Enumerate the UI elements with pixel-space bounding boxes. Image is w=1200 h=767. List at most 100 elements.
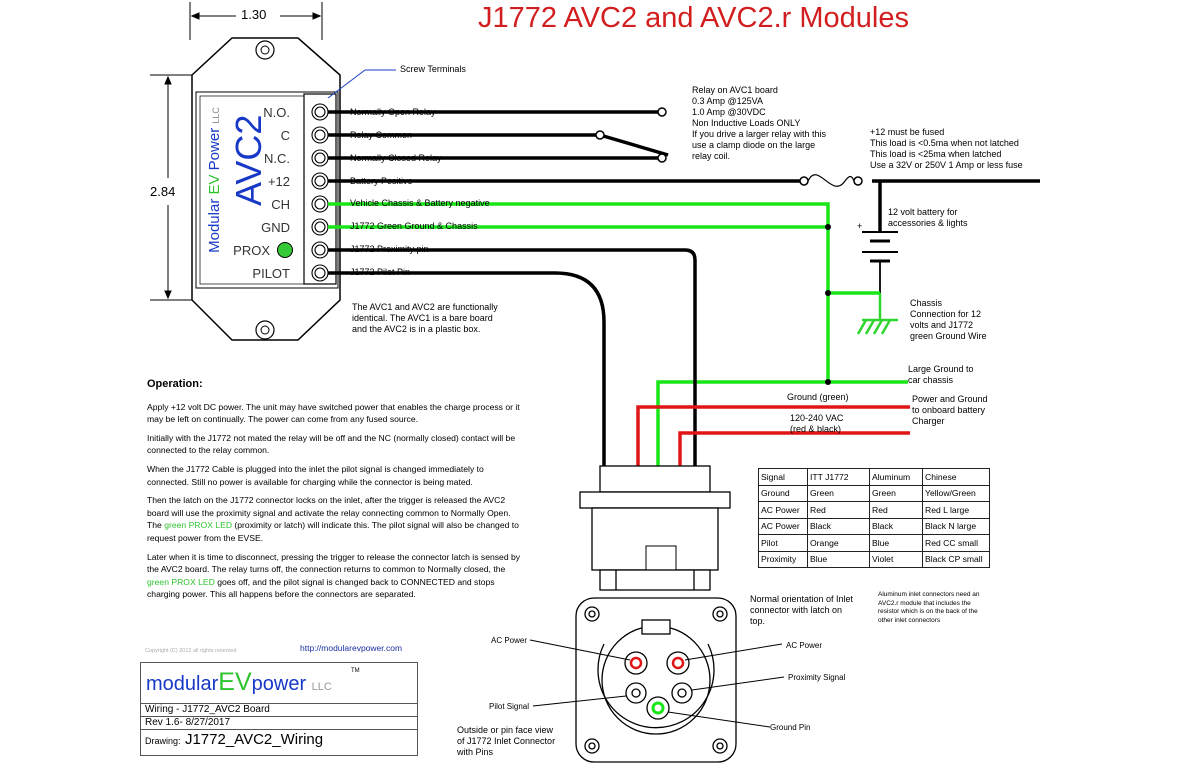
aluminum-note: Aluminum inlet connectors need an AVC2.r…: [878, 591, 980, 625]
table-cell: Black: [869, 517, 923, 535]
terminal-label-no: N.O.: [263, 105, 290, 120]
relay-note: Relay on AVC1 board 0.3 Amp @125VA 1.0 A…: [692, 85, 826, 162]
chassis-note-line: green Ground Wire: [910, 331, 987, 341]
table-row: Proximity Blue Violet Black CP small: [758, 550, 990, 568]
relay-contacts: [595, 107, 667, 163]
table-cell: Black N large: [922, 517, 990, 535]
table-cell: Yellow/Green: [922, 484, 990, 502]
red-wires: [636, 405, 910, 468]
operation-heading: Operation:: [147, 378, 203, 390]
logo-llc: LLC: [311, 681, 332, 693]
module-brand: Modular EV Power LLC: [205, 105, 225, 255]
terminal-label-pilot: PILOT: [252, 266, 290, 281]
table-cell: Orange: [807, 534, 870, 552]
terminal-label-ch: CH: [271, 197, 290, 212]
chassis-note-line: Chassis: [910, 298, 943, 308]
table-header-cell: Chinese: [922, 468, 990, 486]
title-block-logo: modularEVpower LLC TM: [141, 663, 417, 704]
wire-label-chassis: Vehicle Chassis & Battery negative: [350, 198, 490, 208]
terminal-label-c: C: [280, 128, 290, 143]
junction-dots: [825, 224, 831, 385]
avc1-note-line: and the AVC2 is in a plastic box.: [352, 324, 481, 334]
table-cell: Blue: [869, 534, 923, 552]
chassis-ground-symbol: [856, 293, 898, 335]
power-ground-note: Power and Ground to onboard battery Char…: [912, 394, 988, 427]
table-cell: Red: [807, 501, 870, 519]
table-header-cell: Aluminum: [869, 468, 923, 486]
table-header-cell: Signal: [758, 468, 808, 486]
relay-note-line: Relay on AVC1 board: [692, 85, 778, 95]
pin-pointers: [529, 639, 785, 728]
operation-paragraph: Apply +12 volt DC power. The unit may ha…: [147, 401, 520, 425]
chassis-note-line: Connection for 12: [910, 309, 982, 319]
wire-label-no: Normally Open Relay: [350, 107, 436, 117]
avc1-note: The AVC1 and AVC2 are functionally ident…: [352, 302, 498, 335]
fuse-note: +12 must be fused This load is <0.5ma wh…: [870, 127, 1023, 171]
pin-label-ac-right: AC Power: [786, 641, 823, 650]
wire-label-pilot: J1772 Pilot Pin: [350, 267, 411, 277]
table-cell: Green: [807, 484, 870, 502]
battery-symbol: [830, 231, 898, 294]
table-cell: Pilot: [758, 534, 808, 552]
orientation-note: Normal orientation of Inlet connector wi…: [750, 594, 853, 627]
orientation-line: Normal orientation of Inlet: [750, 594, 854, 604]
wire-label-proximity: J1772 Proximity pin: [350, 244, 429, 254]
pin-label-proximity: Proximity Signal: [788, 673, 846, 682]
table-row: AC Power Red Red Red L large: [758, 501, 990, 519]
relay-note-line: If you drive a larger relay with this: [692, 129, 827, 139]
chassis-note-line: volts and J1772: [910, 320, 974, 330]
drawing-label: Drawing:: [145, 736, 181, 746]
relay-note-line: 0.3 Amp @125VA: [692, 96, 764, 106]
wiring-row: Wiring - J1772_AVC2 Board: [141, 704, 417, 717]
fuse-note-line: Use a 32V or 250V 1 Amp or less fuse: [870, 160, 1023, 170]
screw-terminals-pointer: [327, 69, 396, 99]
logo-modular: modular: [146, 673, 219, 695]
table-cell: Proximity: [758, 550, 808, 568]
aluminum-line: Aluminum inlet connectors need an: [878, 591, 980, 598]
pin-label-ground: Ground Pin: [770, 723, 811, 732]
op-green-led-text: green PROX LED: [164, 520, 233, 531]
relay-note-line: 1.0 Amp @30VDC: [692, 107, 766, 117]
brand-power: Power: [206, 123, 223, 175]
relay-note-line: Non Inductive Loads ONLY: [692, 118, 801, 128]
aluminum-line: AVC2.r module that includes the: [878, 599, 971, 607]
large-ground-line: car chassis: [908, 375, 954, 385]
table-row: Ground Green Green Yellow/Green: [758, 484, 990, 502]
terminal-label-gnd: GND: [261, 220, 290, 235]
op-text: Later when it is time to disconnect, pre…: [147, 551, 521, 575]
website-link[interactable]: http://modularevpower.com: [300, 643, 403, 653]
aluminum-line: other inlet connectors: [878, 616, 941, 624]
table-cell: Red L large: [922, 501, 990, 519]
table-row: Pilot Orange Blue Red CC small: [758, 534, 990, 552]
avc1-note-line: identical. The AVC1 is a bare board: [352, 313, 493, 323]
battery-plus-label: +: [857, 221, 863, 231]
fuse-note-line: This load is <25ma when latched: [870, 149, 1002, 159]
brand-ev: EV: [206, 174, 223, 195]
table-header-cell: ITT J1772: [807, 468, 870, 486]
page-title: J1772 AVC2 and AVC2.r Modules: [478, 2, 909, 34]
logo-tm: TM: [351, 668, 360, 674]
op-text: Then the latch on the J1772 connector lo…: [147, 495, 511, 531]
op-text: goes off, and the pilot signal is change…: [147, 576, 495, 600]
operation-section: Operation: Apply +12 volt DC power. The …: [147, 378, 527, 607]
drawing-row: Drawing: J1772_AVC2_Wiring: [145, 731, 323, 749]
power-ground-line: Charger: [912, 416, 945, 426]
logo-ev: EV: [218, 668, 252, 696]
pin-face-line: with Pins: [457, 747, 494, 757]
width-dimension-label: 1.30: [241, 7, 267, 22]
operation-paragraph: Initially with the J1772 not mated the r…: [147, 432, 516, 456]
battery-note-line: accessories & lights: [888, 218, 968, 228]
relay-wires: [328, 110, 1040, 232]
title-block: modularEVpower LLC TM Wiring - J1772_AVC…: [140, 662, 418, 756]
large-ground-note: Large Ground to car chassis: [908, 364, 974, 386]
screw-terminals-label: Screw Terminals: [400, 64, 466, 74]
terminal-label-nc: N.C.: [264, 151, 290, 166]
footer-logo: modularEVpower LLC: [146, 669, 332, 700]
j1772-inlet-face: [575, 597, 737, 763]
fuse-note-line: This load is <0.5ma when not latched: [870, 138, 1019, 148]
table-cell: Green: [869, 484, 923, 502]
operation-paragraph: Later when it is time to disconnect, pre…: [147, 551, 527, 601]
copyright-text: Copyright (C) 2012 all rights reserved: [145, 648, 237, 654]
operation-paragraph: Then the latch on the J1772 connector lo…: [147, 494, 527, 544]
vac-line: (red & black): [790, 424, 842, 434]
